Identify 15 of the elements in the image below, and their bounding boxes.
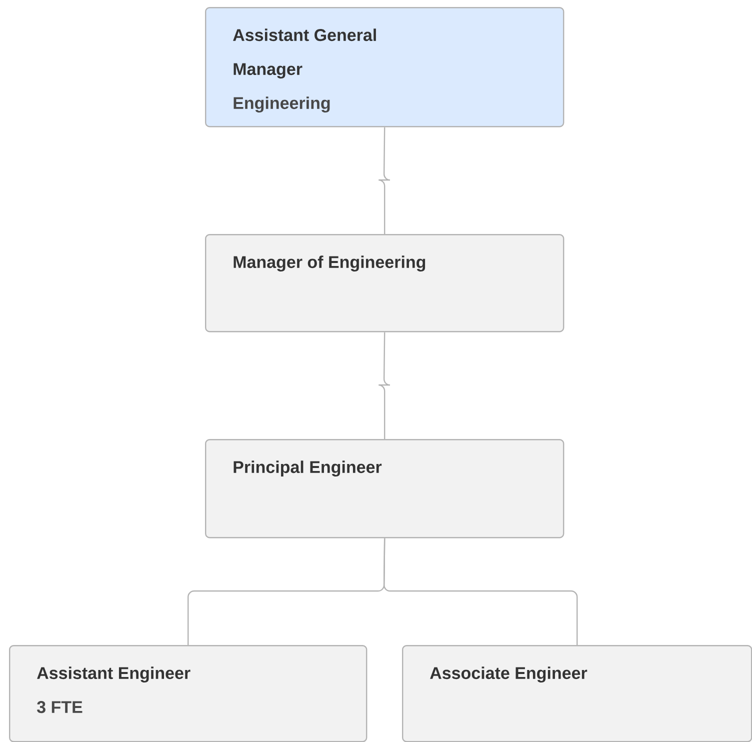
role-title: Associate Engineer xyxy=(430,666,588,683)
role-box xyxy=(402,645,752,742)
role-title: Assistant General Manager xyxy=(233,28,376,79)
connector-line xyxy=(378,127,391,234)
role-box xyxy=(205,234,564,332)
role-detail: Engineering xyxy=(234,96,330,113)
role-title: Assistant Engineer xyxy=(37,666,190,683)
connector-line xyxy=(383,538,578,645)
role-box xyxy=(205,439,564,538)
connector-line xyxy=(378,332,391,439)
role-title: Manager of Engineering xyxy=(234,256,426,272)
role-box xyxy=(9,645,368,742)
role-box xyxy=(205,7,564,128)
role-title: Principal Engineer xyxy=(234,460,382,477)
role-detail: 3 FTE xyxy=(37,701,82,714)
